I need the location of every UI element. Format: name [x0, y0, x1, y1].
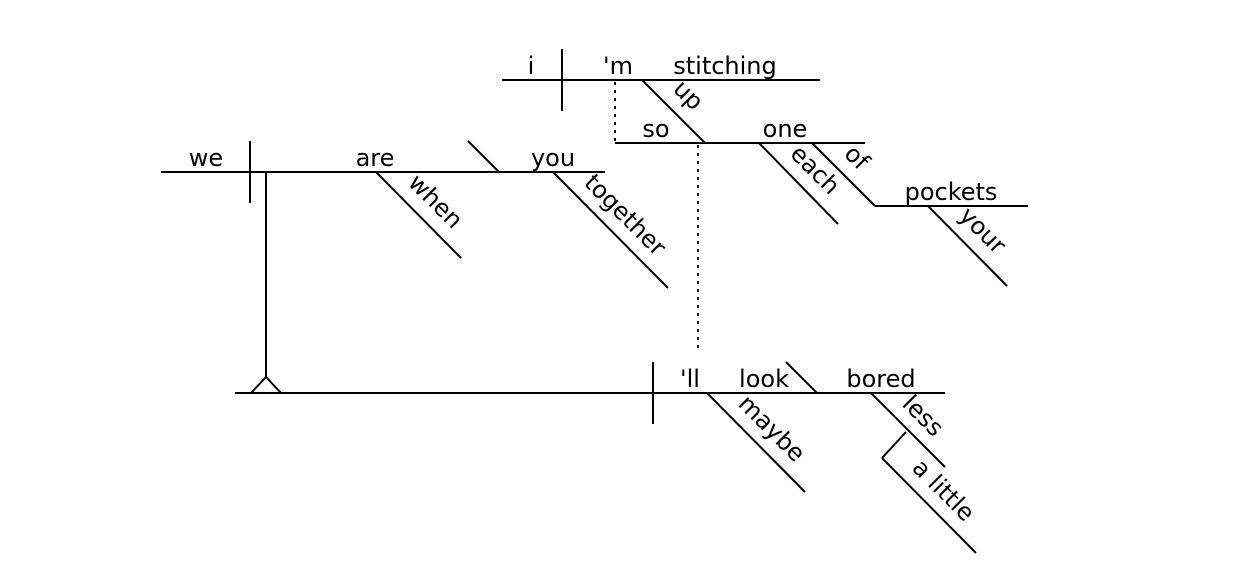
- word-bored: bored: [846, 365, 915, 393]
- main-complement-divider: [785, 361, 818, 394]
- word-one: one: [763, 115, 808, 143]
- word-pockets: pockets: [905, 178, 998, 206]
- upper-clause: i 'm stitching up so one each of pockets…: [502, 49, 1028, 287]
- modifier-your-line: [927, 205, 1008, 287]
- word-each: each: [785, 139, 846, 200]
- word-so: so: [642, 115, 669, 143]
- word-when: when: [403, 168, 469, 234]
- modifier-each-line: [758, 142, 839, 225]
- word-stitching: stitching: [673, 52, 777, 80]
- prep-of-line: [811, 142, 876, 207]
- word-we: we: [189, 144, 223, 172]
- modifier-a-little-line: [881, 457, 977, 554]
- middle-clause: we are you when together: [161, 140, 672, 289]
- particle-up-line: [641, 79, 706, 144]
- modifier-together-line: [552, 171, 669, 289]
- word-your: your: [954, 201, 1012, 259]
- word-of: of: [839, 139, 876, 176]
- word-look: look: [739, 365, 789, 393]
- stem-pedestal: [250, 375, 282, 394]
- modifier-maybe-line: [706, 392, 806, 493]
- modifier-a-little-connector: [881, 431, 907, 459]
- word-maybe: maybe: [733, 389, 811, 467]
- middle-complement-divider: [467, 140, 500, 173]
- word-you: you: [531, 144, 575, 172]
- word-i: i: [528, 52, 535, 80]
- main-clause: 'll look bored maybe less a little: [235, 361, 980, 554]
- word-are: are: [356, 144, 395, 172]
- clause-connector-stem: [250, 172, 282, 394]
- word-ll: 'll: [680, 365, 700, 393]
- word-m: 'm: [603, 52, 633, 80]
- word-together: together: [579, 168, 672, 261]
- modifier-when-line: [375, 171, 462, 259]
- modifier-less-line: [870, 392, 946, 468]
